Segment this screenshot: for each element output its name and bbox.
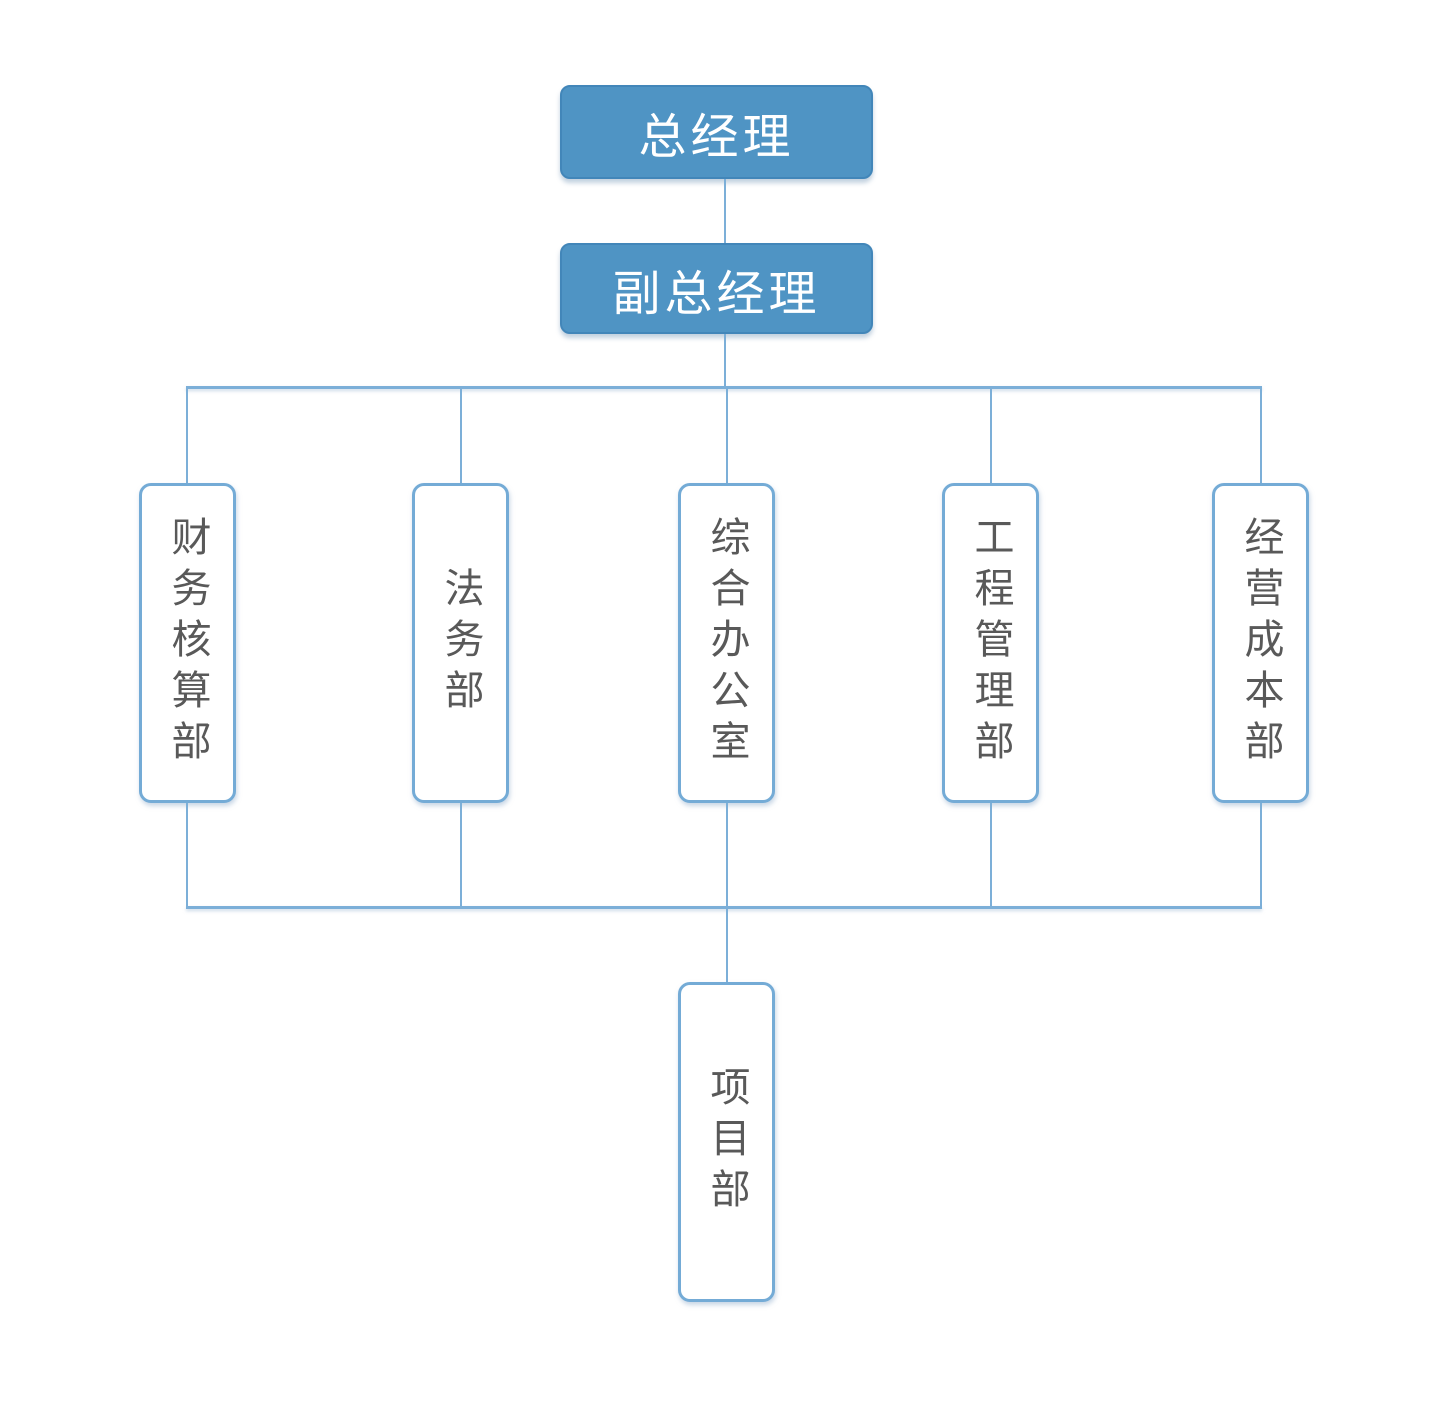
connector-branch-bar-bottom xyxy=(186,906,1262,909)
node-label: 项目部 xyxy=(704,1065,749,1219)
connector-down-legal xyxy=(460,803,462,907)
node-label: 经营成本部 xyxy=(1238,515,1283,771)
connector-deputy-branch xyxy=(724,334,726,387)
connector-branch-bar-top xyxy=(186,386,1262,389)
node-project-dept: 项目部 xyxy=(678,982,775,1302)
connector-drop-engineering xyxy=(990,388,992,483)
node-label: 财务核算部 xyxy=(165,515,210,771)
node-label: 工程管理部 xyxy=(968,515,1013,771)
connector-down-engineering xyxy=(990,803,992,907)
node-dept-engineering-management: 工程管理部 xyxy=(942,483,1039,803)
connector-drop-legal xyxy=(460,388,462,483)
node-dept-finance-accounting: 财务核算部 xyxy=(139,483,236,803)
node-dept-general-office: 综合办公室 xyxy=(678,483,775,803)
connector-drop-finance xyxy=(186,388,188,483)
node-label: 总经理 xyxy=(638,111,795,164)
node-label: 法务部 xyxy=(438,566,483,720)
connector-to-project xyxy=(726,909,728,982)
connector-drop-cost xyxy=(1260,388,1262,483)
node-deputy-general-manager: 副总经理 xyxy=(560,243,873,334)
node-label: 综合办公室 xyxy=(704,515,749,771)
node-label: 副总经理 xyxy=(612,267,821,321)
node-general-manager: 总经理 xyxy=(560,85,873,179)
node-dept-operating-cost: 经营成本部 xyxy=(1212,483,1309,803)
node-dept-legal: 法务部 xyxy=(412,483,509,803)
connector-down-cost xyxy=(1260,803,1262,907)
connector-drop-office xyxy=(726,388,728,483)
connector-down-office xyxy=(726,803,728,907)
connector-down-finance xyxy=(186,803,188,907)
connector-root-deputy xyxy=(724,179,726,243)
